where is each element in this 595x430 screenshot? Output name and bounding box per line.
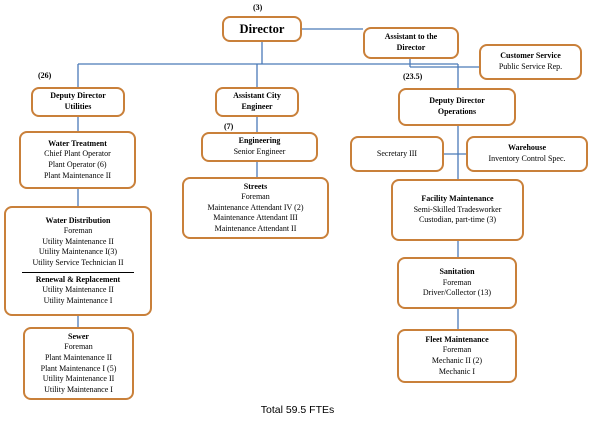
water-distribution-line: Utility Maintenance II: [42, 236, 114, 246]
streets-title: Streets: [243, 181, 268, 191]
streets-line: Maintenance Attendant II: [214, 223, 297, 233]
water-distribution-line: Foreman: [63, 226, 93, 236]
streets-line: Foreman: [241, 192, 270, 202]
sanitation-line: Driver/Collector (13): [422, 288, 492, 298]
sanitation-title: Sanitation: [439, 267, 475, 277]
water-treatment-line: Chief Plant Operator: [44, 149, 111, 159]
streets-line: Maintenance Attendant III: [213, 213, 298, 223]
assistant-to-director-title: Assistant to the Director: [384, 32, 438, 52]
assistant-city-engineer-box: Assistant City Engineer: [215, 87, 299, 117]
deputy-director-utilities-title: Deputy Director Utilities: [50, 91, 106, 111]
total-fte-label: Total 59.5 FTEs: [260, 404, 335, 416]
utilities-fte-note: (26): [38, 71, 52, 80]
warehouse-title: Warehouse: [507, 143, 547, 153]
fleet-maintenance-line: Foreman: [442, 345, 472, 355]
water-distribution-line: Utility Maintenance I(3): [38, 247, 118, 257]
engineering-line: Senior Engineer: [233, 147, 286, 156]
deputy-director-utilities-box: Deputy Director Utilities: [31, 87, 125, 117]
operations-fte-note: (23.5): [403, 72, 423, 81]
director-title: Director: [239, 21, 285, 36]
sewer-line: Plant Maintenance II: [44, 352, 113, 362]
streets-line: Maintenance Attendant IV (2): [207, 202, 304, 212]
director-fte-note: (3): [253, 3, 263, 12]
water-treatment-box: Water Treatment Chief Plant Operator Pla…: [19, 131, 136, 189]
section-divider: [21, 271, 135, 273]
sewer-line: Foreman: [64, 342, 93, 352]
sewer-line: Plant Maintenance I (5): [40, 363, 117, 373]
deputy-director-operations-title: Deputy Director Operations: [429, 96, 485, 116]
warehouse-box: Warehouse Inventory Control Spec.: [466, 136, 588, 172]
secretary-title: Secretary III: [376, 148, 418, 158]
fleet-maintenance-title: Fleet Maintenance: [425, 334, 489, 344]
customer-service-title: Customer Service: [500, 51, 561, 61]
sewer-line: Utility Maintenance I: [44, 384, 113, 394]
fleet-maintenance-box: Fleet Maintenance Foreman Mechanic II (2…: [397, 329, 517, 383]
water-treatment-line: Plant Maintenance II: [43, 170, 112, 180]
fleet-maintenance-line: Mechanic I: [438, 366, 476, 376]
assistant-city-engineer-title: Assistant City Engineer: [233, 91, 281, 111]
facility-maintenance-line: Custodian, part-time (3): [418, 215, 497, 225]
sewer-title: Sewer: [68, 331, 89, 341]
water-distribution-box: Water Distribution Foreman Utility Maint…: [4, 206, 152, 316]
assistant-to-director-box: Assistant to the Director: [363, 27, 459, 59]
director-box: Director: [222, 16, 302, 42]
water-distribution-line: Utility Service Technician II: [32, 258, 124, 267]
sewer-line: Utility Maintenance II: [42, 374, 115, 384]
facility-maintenance-line: Semi-Skilled Tradesworker: [413, 204, 502, 214]
customer-service-box: Customer Service Public Service Rep.: [479, 44, 582, 80]
water-distribution-title: Water Distribution: [45, 215, 111, 225]
warehouse-line: Inventory Control Spec.: [488, 154, 566, 163]
renewal-replacement-line: Utility Maintenance II: [42, 285, 114, 295]
secretary-box: Secretary III: [350, 136, 444, 172]
fleet-maintenance-line: Mechanic II (2): [431, 356, 483, 365]
sewer-box: Sewer Foreman Plant Maintenance II Plant…: [23, 327, 134, 400]
customer-service-line: Public Service Rep.: [498, 62, 563, 71]
renewal-replacement-line: Utility Maintenance I: [43, 295, 113, 305]
sanitation-box: Sanitation Foreman Driver/Collector (13): [397, 257, 517, 309]
water-treatment-title: Water Treatment: [48, 138, 107, 148]
sanitation-line: Foreman: [442, 277, 472, 287]
facility-maintenance-title: Facility Maintenance: [421, 194, 494, 204]
renewal-replacement-title: Renewal & Replacement: [35, 274, 121, 284]
streets-box: Streets Foreman Maintenance Attendant IV…: [182, 177, 329, 239]
engineering-box: Engineering Senior Engineer: [201, 132, 318, 162]
facility-maintenance-box: Facility Maintenance Semi-Skilled Trades…: [391, 179, 524, 241]
water-treatment-line: Plant Operator (6): [48, 160, 107, 169]
deputy-director-operations-box: Deputy Director Operations: [398, 88, 516, 126]
engineering-title: Engineering: [238, 136, 281, 146]
engineering-fte-note: (7): [224, 122, 234, 131]
